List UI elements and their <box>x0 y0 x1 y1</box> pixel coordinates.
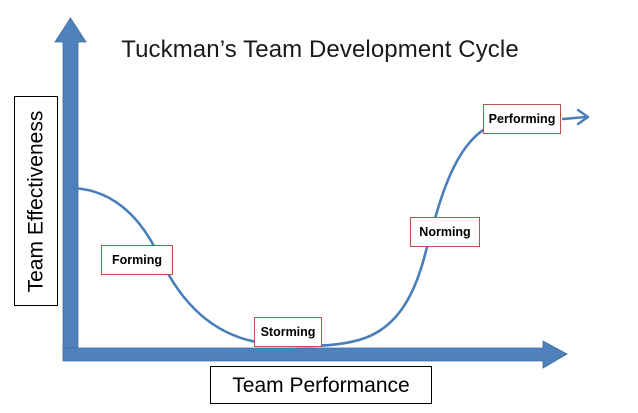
x-axis-arrow <box>62 340 568 369</box>
stage-label-performing: Performing <box>483 104 561 134</box>
stage-label-norming: Norming <box>410 217 480 247</box>
y-axis-arrow <box>54 17 87 356</box>
stage-label-forming: Forming <box>101 245 173 275</box>
y-axis-label-box: Team Effectiveness <box>14 96 58 306</box>
y-axis-label: Team Effectiveness <box>24 110 48 292</box>
performing-exit-arrow <box>561 108 590 126</box>
x-axis-label: Team Performance <box>232 373 410 397</box>
page-title: Tuckman’s Team Development Cycle <box>121 36 519 63</box>
x-axis-label-box: Team Performance <box>210 366 432 404</box>
stage-label-storming: Storming <box>254 317 322 347</box>
